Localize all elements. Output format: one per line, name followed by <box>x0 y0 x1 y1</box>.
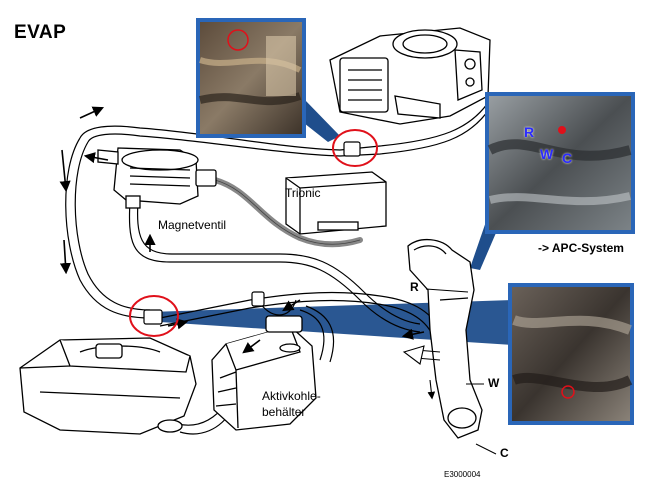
photo-inset-right <box>508 283 634 425</box>
fuel-tank <box>19 337 197 435</box>
photo-label-c: C <box>562 150 573 166</box>
leader-c <box>475 443 497 455</box>
label-aktivkohle-1: Aktivkohle- <box>262 389 321 403</box>
label-pipe-c: C <box>500 446 509 460</box>
photo-inset-apc <box>485 92 635 234</box>
highlight-circle-top <box>332 129 378 167</box>
callout-wedge-right <box>150 300 512 345</box>
connector-mid <box>251 291 265 307</box>
intake-hose <box>407 239 483 439</box>
throttle-body <box>329 27 491 125</box>
highlight-circle-left <box>129 295 179 337</box>
label-magnetventil: Magnetventil <box>158 218 227 232</box>
connector-left <box>143 309 163 325</box>
photo-inset-top <box>196 18 306 138</box>
label-pipe-r: R <box>410 280 419 294</box>
figure-code: E3000004 <box>444 470 481 479</box>
photo-label-w: W <box>540 146 554 162</box>
label-apc-system: -> APC-System <box>538 241 624 255</box>
leader-r <box>425 288 469 293</box>
photo-label-r: R <box>524 124 535 140</box>
magnetventil-valve <box>97 147 217 209</box>
label-trionic: Trionic <box>285 186 321 200</box>
pipes <box>65 99 491 435</box>
label-aktivkohle-2: behälter <box>262 405 306 419</box>
diagram-title: EVAP <box>14 22 67 43</box>
activated-carbon-canister <box>211 315 317 431</box>
label-pipe-w: W <box>488 376 500 390</box>
connector-top <box>343 141 361 157</box>
trionic-ecu <box>285 171 387 235</box>
